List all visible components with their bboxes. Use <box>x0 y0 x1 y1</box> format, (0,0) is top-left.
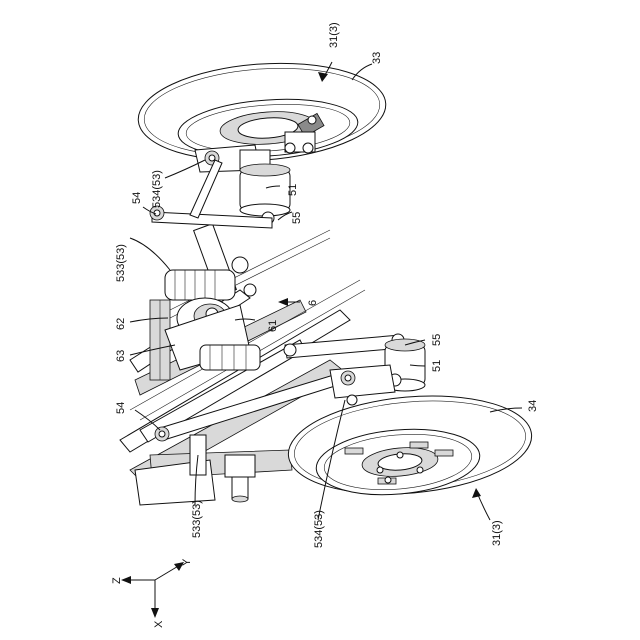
label-6: 6 <box>307 300 319 306</box>
axis-label-z: Z <box>111 577 123 584</box>
label-61: 61 <box>267 320 279 332</box>
label-51-bottom: 51 <box>431 360 443 372</box>
axis-label-x: X <box>153 620 165 628</box>
label-63: 63 <box>115 350 127 362</box>
label-62: 62 <box>115 318 127 330</box>
lower-bracket-534 <box>330 365 395 405</box>
label-533-53-top: 533(53) <box>115 244 127 282</box>
rear-wheel-34 <box>284 387 535 504</box>
label-534-53-top: 534(53) <box>151 170 163 208</box>
drive-unit-6 <box>165 257 260 370</box>
label-33: 33 <box>371 52 383 64</box>
label-51-top: 51 <box>287 184 299 196</box>
arrow-rear-ref <box>472 488 481 498</box>
label-55-top: 55 <box>291 212 303 224</box>
axis-label-y: Y <box>181 558 193 566</box>
label-55-bottom: 55 <box>431 334 443 346</box>
label-54-top: 54 <box>131 192 143 204</box>
label-54-bottom: 54 <box>115 402 127 414</box>
label-31-3-front: 31(3) <box>328 22 340 48</box>
label-34: 34 <box>527 400 539 412</box>
axis-triad: X Z Y <box>111 558 193 628</box>
label-31-3-rear: 31(3) <box>491 520 503 546</box>
label-533-53-bottom: 533(53) <box>191 500 203 538</box>
upper-shock-51 <box>240 164 290 224</box>
label-534-53-bottom: 534(53) <box>313 510 325 548</box>
